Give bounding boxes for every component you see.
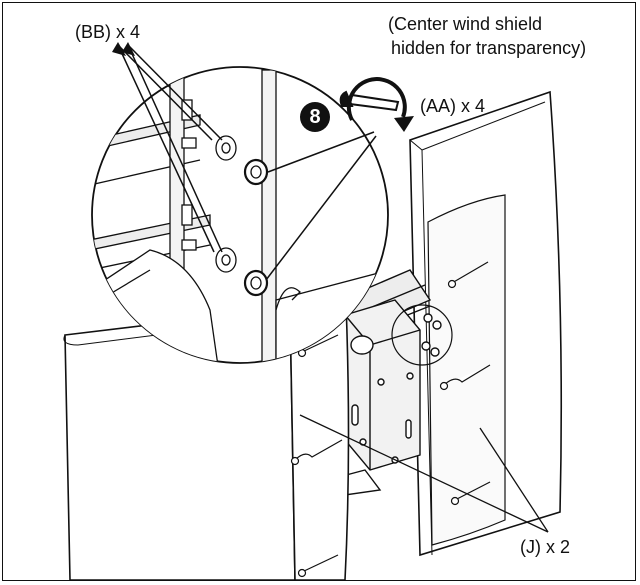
aa-label: (AA) x 4 (420, 96, 486, 116)
bb-leader-lines (117, 44, 223, 253)
bb-label: (BB) x 4 (75, 22, 141, 42)
detail-circle (391, 304, 453, 366)
aa-leader-lines (265, 131, 377, 281)
right-wind-shield (409, 90, 563, 557)
step-number-badge: 8 (300, 102, 330, 132)
center-bracket (333, 269, 442, 496)
note-line-2: hidden for transparency) (391, 38, 587, 58)
left-wind-shield (63, 276, 350, 581)
note-line-1: (Center wind shield (388, 14, 543, 34)
rotation-arrow-icon (346, 77, 414, 132)
j-label: (J) x 2 (520, 537, 571, 557)
j-leader-lines (299, 414, 549, 533)
